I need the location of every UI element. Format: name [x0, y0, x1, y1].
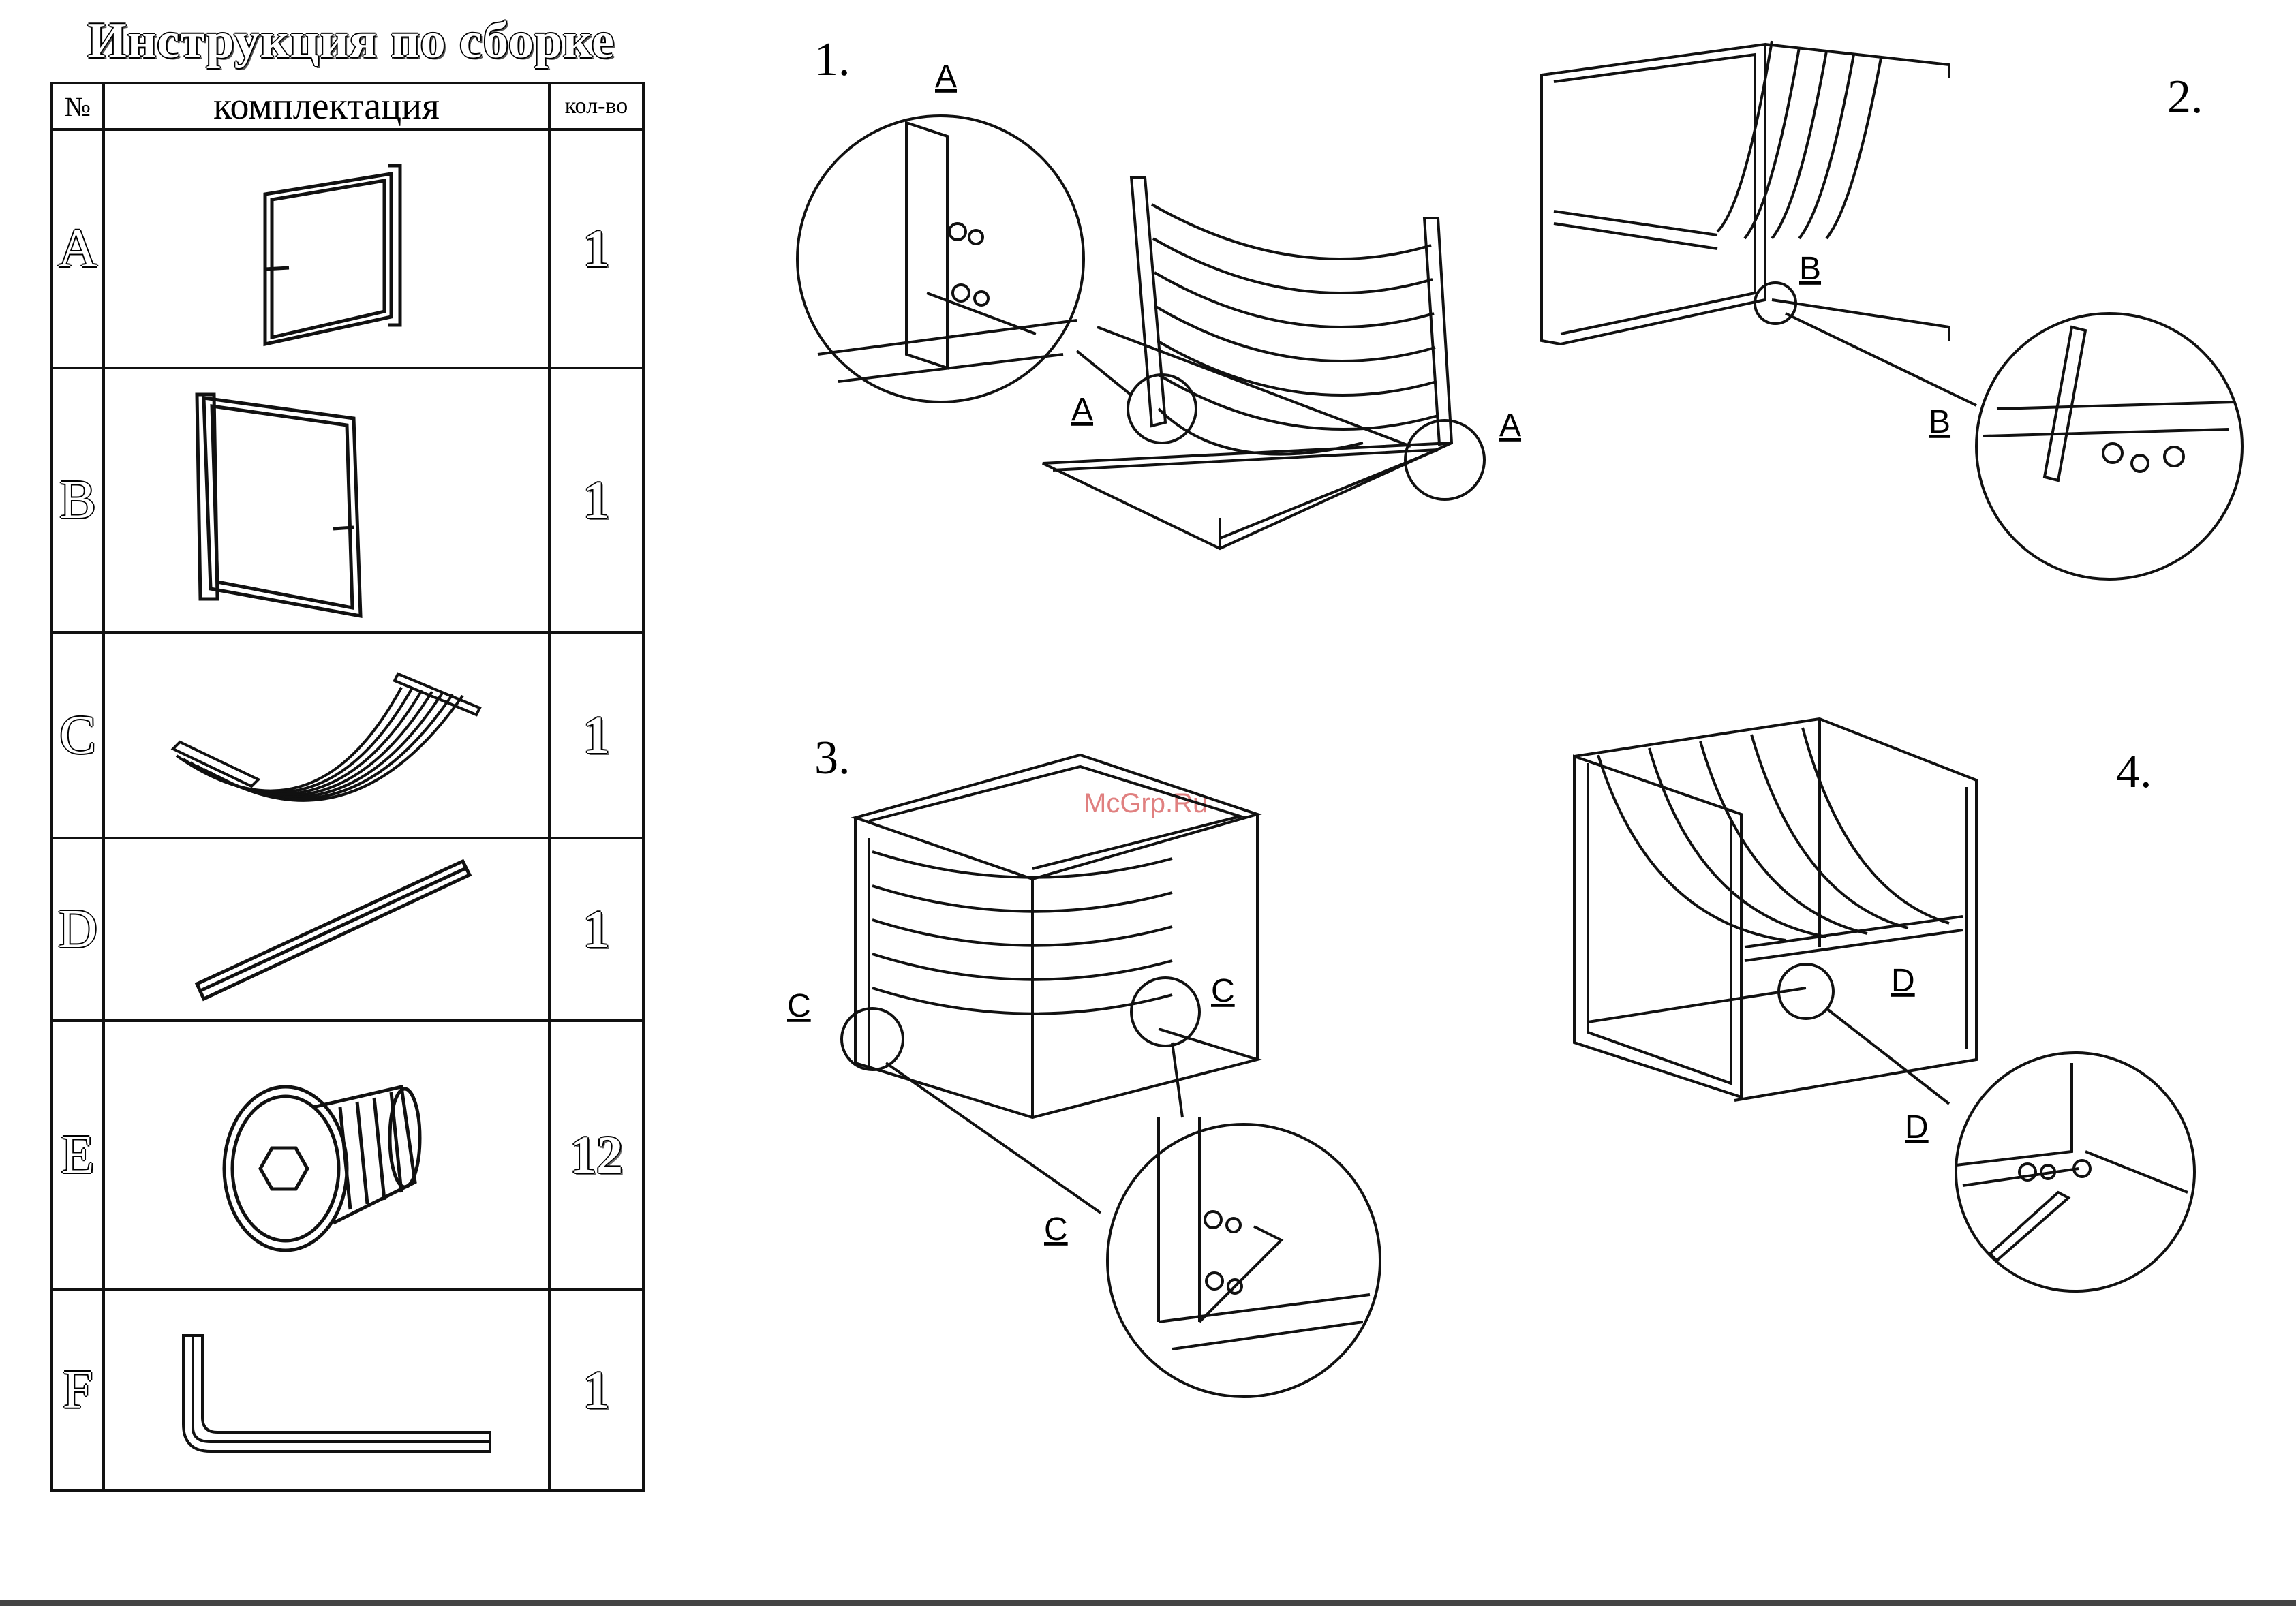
callout-label: B — [1799, 251, 1821, 287]
callout-label: A — [1071, 392, 1093, 428]
step-3: 3. C C C McGrp.Ru — [787, 732, 1380, 1397]
zoom-circle — [842, 1008, 903, 1070]
callout-label: D — [1891, 963, 1915, 999]
step-number: 3. — [814, 732, 851, 784]
zoom-circle — [1131, 978, 1199, 1046]
step-number: 2. — [2167, 71, 2203, 123]
callout-label: A — [935, 59, 957, 95]
callout-label: A — [1499, 407, 1521, 444]
callout-label: D — [1905, 1109, 1929, 1145]
step-2: 2. B B — [1542, 41, 2242, 579]
callout-label: C — [1044, 1211, 1068, 1248]
step-number: 1. — [814, 33, 851, 86]
step-1: 1. A A A — [797, 33, 1521, 549]
callout-label: B — [1929, 404, 1950, 440]
callout-label: C — [1211, 973, 1235, 1009]
detail-circle — [1107, 1124, 1380, 1397]
step-4: 4. D D — [1574, 719, 2194, 1291]
callout-label: C — [787, 988, 811, 1024]
detail-circle — [797, 116, 1084, 402]
step-number: 4. — [2116, 745, 2152, 798]
bottom-rule — [0, 1600, 2296, 1606]
detail-circle — [1976, 313, 2242, 579]
